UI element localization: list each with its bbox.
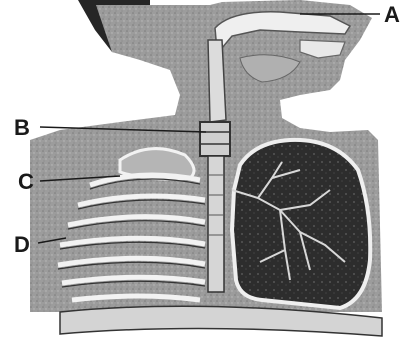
- lung-cross-section: [232, 140, 370, 308]
- pharynx: [208, 40, 226, 122]
- label-c: C: [18, 169, 34, 194]
- label-d: D: [14, 232, 30, 257]
- larynx: [200, 122, 230, 156]
- label-a: A: [384, 2, 400, 27]
- trachea: [208, 156, 224, 292]
- label-b: B: [14, 115, 30, 140]
